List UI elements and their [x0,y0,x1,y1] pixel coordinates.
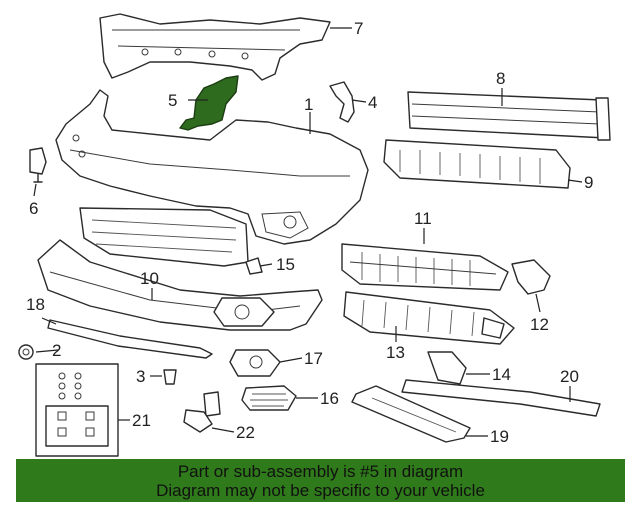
part-12 [511,259,551,295]
callout-4: 4 [368,93,377,112]
part-22 [183,391,221,433]
callout-17: 17 [304,349,323,368]
part-15 [79,207,263,275]
callout-5: 5 [168,91,177,110]
callout-18: 18 [26,295,45,314]
info-banner: Part or sub-assembly is #5 in diagram Di… [16,459,625,502]
callout-leaders [33,27,583,437]
part-7 [99,13,331,81]
part-8 [407,91,611,141]
banner-line-2: Diagram may not be specific to your vehi… [156,480,485,500]
callout-16: 16 [320,389,339,408]
callout-22: 22 [236,423,255,442]
part-17 [229,349,281,377]
part-2 [18,344,34,360]
part-1 [55,89,369,245]
part-5-highlighted [179,75,239,131]
part-14 [427,351,467,385]
callout-14: 14 [492,365,511,384]
callout-21: 21 [132,411,151,430]
part-6 [29,147,47,183]
part-19 [351,385,471,443]
callout-1: 1 [304,95,313,114]
callout-6: 6 [29,199,38,218]
part-21 [35,363,119,457]
banner-line-1: Part or sub-assembly is #5 in diagram [177,461,464,481]
part-20 [401,379,601,417]
part-13 [343,291,515,345]
callout-12: 12 [530,315,549,334]
callout-11: 11 [414,209,432,228]
part-4 [329,81,355,123]
callout-10: 10 [140,269,159,288]
callout-7: 7 [354,19,363,38]
part-10 [37,239,323,331]
part-9 [383,139,571,189]
callout-15: 15 [276,255,295,274]
part-16 [241,385,297,411]
callout-numbers: 1 2 3 4 5 6 7 8 9 10 11 12 13 14 15 16 1… [26,19,593,446]
part-18 [47,319,213,359]
callout-19: 19 [490,427,509,446]
part-3 [163,369,177,385]
callout-20: 20 [560,367,579,386]
callout-2: 2 [52,341,61,360]
callout-3: 3 [136,367,145,386]
callout-8: 8 [496,69,505,88]
part-11 [341,243,509,291]
callout-9: 9 [584,173,593,192]
callout-13: 13 [386,343,405,362]
